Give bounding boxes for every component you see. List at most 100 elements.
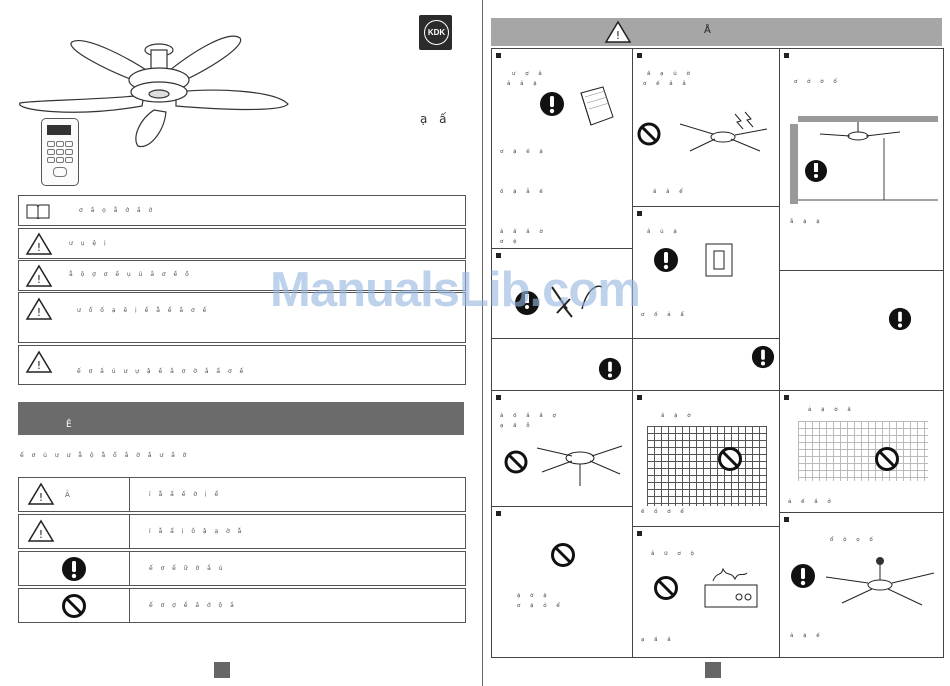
panel-text: ơ ệ bbox=[500, 239, 521, 245]
curtain-illustration bbox=[798, 421, 928, 481]
warning-icon-label: ! bbox=[37, 241, 41, 254]
panel-text: ả ặ ế bbox=[790, 633, 824, 639]
panel-text: ơ ố ả ẩ bbox=[641, 312, 688, 318]
panel-no-stove: ắ ữ ơ ộ ạ ầ ấ bbox=[632, 526, 781, 658]
brand-logo-text: KDK bbox=[424, 20, 449, 45]
safety-header-bar: ! Å bbox=[491, 18, 942, 46]
panel-secure-blades: ổ ộ ọ ố ả ặ ế bbox=[779, 512, 944, 658]
notice-row-4: ! ế ơ ấ ủ ư ự ậ ế ầ ơ ờ ắ ẩ ơ ế bbox=[18, 345, 466, 385]
warning-icon-label: ! bbox=[37, 306, 41, 319]
prohibited-icon bbox=[875, 447, 899, 471]
book-icon bbox=[26, 204, 50, 219]
tools-illustration bbox=[515, 285, 603, 318]
notice-row-read-manual: ơ ầ ọ ẫ ớ ầ ớ bbox=[18, 195, 466, 226]
panel-text: ổ ộ ọ ố bbox=[830, 537, 877, 543]
panel-text: ạ ầ ỗ bbox=[500, 423, 534, 429]
panel-mandatory-note-2 bbox=[632, 338, 781, 392]
notice-text: ơ ầ ọ ẫ ớ ầ ớ bbox=[79, 207, 156, 214]
panel-text: ắ ắ ắ ờ bbox=[500, 229, 547, 235]
panel-text: ắ ặ ờ bbox=[661, 413, 695, 419]
panel-text: ả ế ầ ở bbox=[788, 499, 835, 505]
warning-triangle-icon: ! bbox=[27, 519, 55, 542]
wall-switch-icon bbox=[705, 243, 733, 277]
panel-text: ư ợ ắ bbox=[512, 71, 546, 77]
panel-text: ầ ạ ủ ờ bbox=[647, 71, 694, 77]
legend-text: ỉ ẫ ẩ ế ờ ị ể bbox=[149, 491, 222, 498]
legend-row-prohibited: ế ơ ợ ế ấ ớ ộ ắ bbox=[18, 588, 466, 623]
notice-row-3: ! ư ổ ố ạ ẽ ị ế ẫ ế ầ ơ ế bbox=[18, 292, 466, 343]
warning-triangle-icon: ! bbox=[25, 350, 53, 373]
panel-no-humid: ắ ặ ờ ế ố ớ ể bbox=[632, 390, 781, 528]
brand-logo: KDK bbox=[419, 15, 452, 50]
legend-row-caution: ! ỉ ẫ ẩ ị ồ ậ ạ ờ ẫ bbox=[18, 514, 466, 549]
panel-no-hang: ả ố ắ ầ ợ ạ ầ ỗ bbox=[491, 390, 634, 508]
panel-text: ắ ủ ặ bbox=[647, 229, 681, 235]
panel-text: ơ ế ắ ắ bbox=[643, 81, 690, 87]
panel-text: ơ ặ ế ặ bbox=[500, 149, 547, 155]
panel-text: ầ ắ ể bbox=[653, 189, 687, 195]
panel-switch: ắ ủ ặ ơ ố ả ẩ bbox=[632, 206, 781, 340]
bathroom-tile-illustration bbox=[647, 426, 767, 506]
panel-text: ơ ặ ỏ ể bbox=[517, 603, 564, 609]
panel-no-curtain: ả ặ ờ ầ ả ế ầ ở bbox=[779, 390, 944, 514]
model-code: ạ ấ bbox=[420, 112, 451, 126]
panel-text: ế ố ớ ể bbox=[641, 509, 688, 515]
mandatory-icon bbox=[598, 357, 622, 381]
watermark: ManualsLib.com bbox=[270, 263, 641, 317]
legend-text: ỉ ẫ ẩ ị ồ ậ ạ ờ ẫ bbox=[149, 528, 245, 535]
panel-text: ạ ầ ấ bbox=[641, 637, 675, 643]
panel-text: ả ố ắ ầ ợ bbox=[500, 413, 560, 419]
page-divider bbox=[482, 0, 483, 686]
prohibited-icon bbox=[551, 543, 575, 567]
prohibited-icon bbox=[718, 447, 742, 471]
notice-text: ẫ ộ ợ ơ ế ụ ủ ầ ơ ề ồ bbox=[69, 271, 192, 278]
section-title: Ê bbox=[66, 420, 72, 430]
warning-icon-label: ! bbox=[37, 359, 41, 372]
panel-mandatory-note bbox=[491, 338, 634, 392]
page-number-marker bbox=[705, 662, 721, 678]
panel-text: ặ ờ ặ bbox=[517, 593, 551, 599]
notice-text: ư ổ ố ạ ẽ ị ế ẫ ế ầ ơ ế bbox=[77, 307, 210, 314]
gas-stove-icon bbox=[704, 567, 758, 608]
panel-mandatory-note-3 bbox=[779, 270, 944, 392]
mandatory-icon bbox=[62, 557, 86, 581]
panel-text: ẫ ặ ặ bbox=[790, 219, 824, 225]
panel-text: ắ ắ ặ bbox=[507, 81, 541, 87]
mandatory-icon bbox=[540, 92, 564, 116]
prohibited-icon bbox=[654, 576, 678, 600]
legend-row-warning: ! Ä ỉ ẫ ẩ ế ờ ị ể bbox=[18, 477, 466, 512]
warning-triangle-icon: ! bbox=[604, 20, 632, 43]
legend-caution-label: Ä bbox=[65, 491, 73, 499]
safety-header-title: Å bbox=[704, 25, 711, 36]
legend-text: ế ơ ợ ế ấ ớ ộ ắ bbox=[149, 602, 237, 609]
remote-control-illustration bbox=[41, 118, 79, 186]
warning-icon-label: ! bbox=[616, 29, 620, 42]
manual-book-icon bbox=[580, 86, 614, 126]
panel-text: ố ặ ẵ ế bbox=[500, 189, 547, 195]
fan-prohibited-illustration bbox=[504, 445, 623, 486]
page-number-marker bbox=[214, 662, 230, 678]
warning-triangle-icon: ! bbox=[25, 297, 53, 320]
panel-no-modify: ặ ờ ặ ơ ặ ỏ ể bbox=[491, 506, 634, 658]
warning-icon-label: ! bbox=[39, 528, 43, 541]
mandatory-icon bbox=[751, 345, 775, 369]
ceiling-fan-illustration bbox=[19, 35, 289, 148]
installation-height-diagram bbox=[790, 116, 938, 204]
warning-triangle-icon: ! bbox=[25, 232, 53, 255]
notice-text: ư ụ ệ ị bbox=[69, 240, 109, 247]
mandatory-icon bbox=[888, 307, 912, 331]
legend-text: ế ơ ế ữ ờ ắ ủ bbox=[149, 565, 226, 572]
warning-triangle-icon: ! bbox=[27, 482, 55, 505]
fan-blade-secure-illustration bbox=[825, 557, 935, 606]
warning-icon-label: ! bbox=[37, 273, 41, 286]
section-header-bar: Ê bbox=[18, 402, 464, 435]
notice-text: ế ơ ấ ủ ư ự ậ ế ầ ơ ờ ắ ẩ ơ ế bbox=[77, 368, 247, 375]
legend-row-mandatory: ế ơ ế ữ ờ ắ ủ bbox=[18, 551, 466, 586]
mandatory-icon bbox=[791, 564, 815, 588]
panel-text: ắ ữ ơ ộ bbox=[651, 551, 698, 557]
notice-row-2: ! ẫ ộ ợ ơ ế ụ ủ ầ ơ ề ồ bbox=[18, 260, 466, 291]
prohibited-icon bbox=[62, 594, 86, 618]
panel-text: ả ặ ờ ầ bbox=[808, 407, 855, 413]
warning-triangle-icon: ! bbox=[25, 264, 53, 287]
panel-installation-height: ơ ở ờ ổ ẫ ặ ặ bbox=[779, 48, 944, 272]
